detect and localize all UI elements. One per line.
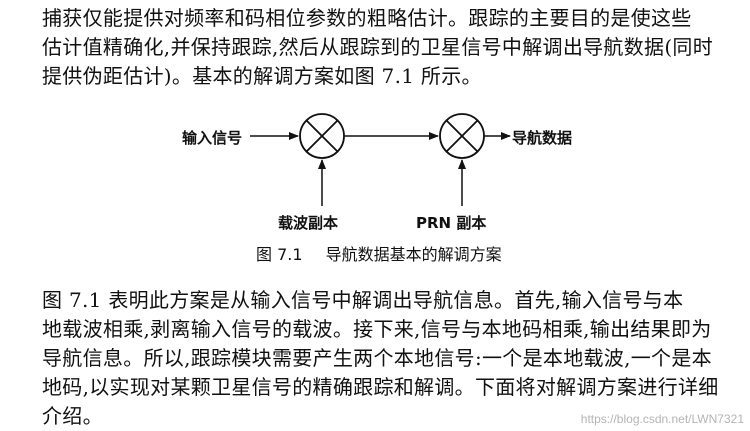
carrier-replica-label: 载波副本 (278, 214, 339, 232)
demodulation-diagram: 输入信号 导航数据 载波副本 PRN 副本 (180, 108, 610, 238)
figure-title: 导航数据基本的解调方案 (325, 245, 502, 264)
text-line: 导航信息。所以,跟踪模块需要产生两个本地信号:一个是本地载波,一个是本 (42, 346, 712, 370)
prn-mixer-icon (439, 113, 485, 159)
carrier-mixer-icon (299, 113, 345, 159)
text-line: 图 7.1 表明此方案是从输入信号中解调出导航信息。首先,输入信号与本 (42, 288, 684, 312)
text-line: 介绍。 (42, 404, 103, 428)
intro-paragraph: 捕获仅能提供对频率和码相位参数的粗略估计。跟踪的主要目的是使这些 估计值精确化,… (42, 4, 748, 91)
text-line: 估计值精确化,并保持跟踪,然后从跟踪到的卫星信号中解调出导航数据(同时 (42, 35, 714, 59)
navigation-data-label: 导航数据 (512, 129, 573, 147)
text-line: 地载波相乘,剥离输入信号的载波。接下来,信号与本地码相乘,输出结果即为 (42, 317, 712, 341)
figure-number: 图 7.1 (256, 245, 303, 264)
text-line: 地码,以实现对某颗卫星信号的精确跟踪和解调。下面将对解调方案进行详细 (42, 375, 719, 399)
text-line: 捕获仅能提供对频率和码相位参数的粗略估计。跟踪的主要目的是使这些 (42, 6, 692, 30)
text-line: 提供伪距估计)。基本的解调方案如图 7.1 所示。 (42, 64, 482, 88)
input-signal-label: 输入信号 (182, 129, 243, 147)
explanation-paragraph: 图 7.1 表明此方案是从输入信号中解调出导航信息。首先,输入信号与本 地载波相… (42, 286, 748, 431)
figure-caption: 图 7.1 导航数据基本的解调方案 (256, 241, 502, 265)
prn-replica-label: PRN 副本 (416, 214, 487, 232)
source-watermark: https://blog.csdn.net/LWN7321 (580, 412, 744, 426)
diagram-graphic (250, 113, 511, 206)
